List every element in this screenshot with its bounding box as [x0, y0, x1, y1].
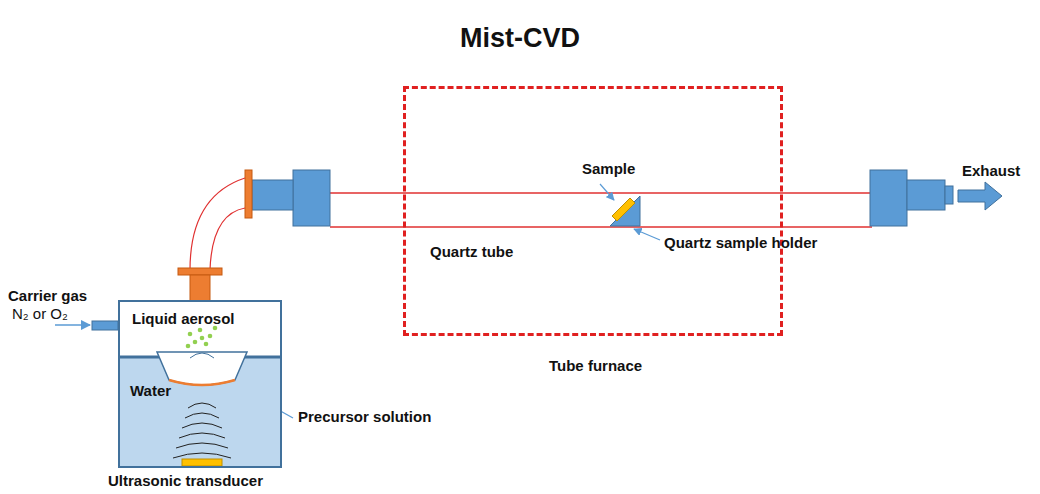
tube-fitting [293, 170, 330, 226]
outlet-neck [190, 275, 210, 301]
aerosol-label: Liquid aerosol [132, 310, 235, 328]
holder-label: Quartz sample holder [664, 234, 817, 252]
leader-line [634, 229, 660, 240]
exhaust-arrow [958, 182, 1002, 210]
precursor-label: Precursor solution [298, 408, 431, 426]
carrier-gas-label: Carrier gas [8, 287, 87, 305]
gas-inlet [92, 321, 118, 330]
tube-fitting [870, 170, 907, 226]
gas-flow-arrow [55, 324, 90, 326]
quartz-sample-holder [610, 196, 640, 226]
tube-furnace: Tube furnace [403, 86, 783, 336]
tube-fitting [907, 180, 945, 210]
water-label: Water [130, 382, 171, 400]
flange [245, 170, 252, 218]
transducer-label: Ultrasonic transducer [108, 472, 263, 490]
quartz-tube-wall [330, 226, 872, 228]
mist-generator-tank: Liquid aerosolWater [118, 300, 282, 468]
mist-pipe [210, 208, 245, 270]
tube-fitting [945, 186, 953, 204]
sample-label: Sample [582, 160, 635, 178]
exhaust-label: Exhaust [962, 162, 1020, 180]
diagram-title: Mist-CVD [460, 22, 580, 54]
quartz-tube-wall [330, 192, 872, 194]
quartz-tube-label: Quartz tube [430, 243, 513, 261]
tube-fitting [252, 180, 293, 210]
sample [612, 198, 635, 221]
leader-line [600, 184, 614, 200]
furnace-label: Tube furnace [549, 357, 642, 375]
outlet-flange [178, 268, 222, 275]
gas-type-label: N₂ or O₂ [12, 305, 68, 323]
mist-pipe [190, 178, 245, 270]
